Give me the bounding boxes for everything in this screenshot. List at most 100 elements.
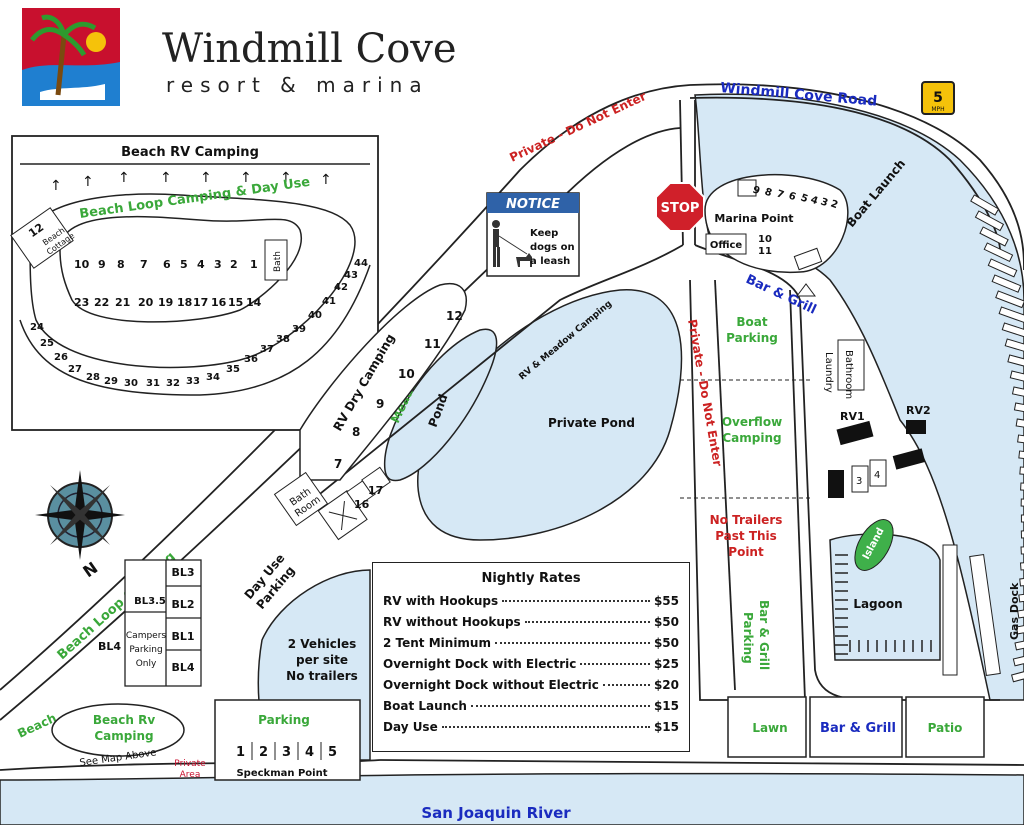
site-9: 9 — [98, 258, 106, 271]
beach-rv-box — [11, 135, 379, 431]
beach-label: Beach — [15, 711, 58, 741]
rate-row: 2 Tent Minimum$50 — [383, 636, 679, 657]
overflow-l1: Overflow — [722, 415, 782, 429]
bl3: BL3 — [171, 566, 194, 579]
bl1: BL1 — [171, 630, 194, 643]
rate-label: Overnight Dock with Electric — [383, 657, 577, 671]
site-10: 10 — [74, 258, 90, 271]
rv-dry-site-10: 10 — [398, 367, 415, 381]
beach-arrows: ↑↑↑↑↑↑↑↑ — [50, 170, 332, 194]
notice-sign: NOTICE Keep dogs on a leash — [486, 192, 580, 277]
rate-price: $15 — [653, 720, 679, 734]
site-32: 32 — [166, 378, 180, 389]
site-15: 15 — [228, 296, 243, 309]
marina-site-2: 2 — [829, 198, 839, 211]
bottom-buildings — [727, 696, 985, 758]
site-3: 3 — [214, 258, 222, 271]
site-31: 31 — [146, 378, 160, 389]
beach-loop — [19, 193, 371, 396]
beach-cottage: 12 Beach Cottage — [10, 207, 76, 269]
boat-ramp — [1011, 386, 1024, 401]
rv-dry-site-7: 7 — [334, 457, 342, 471]
boat-parking-l1: Boat — [736, 315, 767, 329]
two-vehicles-l3: No trailers — [286, 669, 358, 683]
speckman-label: Speckman Point — [236, 768, 327, 779]
site-36: 36 — [244, 354, 258, 365]
bath-room-building — [273, 471, 329, 527]
site-20: 20 — [138, 296, 154, 309]
site-4-label: 4 — [874, 470, 880, 481]
site-23: 23 — [74, 296, 89, 309]
rv-dry-site-11: 11 — [424, 337, 441, 351]
site-37: 37 — [260, 344, 274, 355]
rate-row: Overnight Dock with Electric $25 — [383, 657, 679, 678]
site-19: 19 — [158, 296, 173, 309]
site-39: 39 — [292, 324, 306, 335]
bl4b: BL4 — [171, 661, 194, 674]
private-pond-label: Private Pond — [548, 416, 635, 430]
site-17-label: 17 — [368, 484, 383, 497]
svg-text:N: N — [79, 558, 101, 581]
svg-text:↑: ↑ — [82, 174, 94, 190]
rv-dry-site-12: 12 — [446, 309, 463, 323]
boat-ramp — [998, 306, 1024, 324]
private-road-label: Private - Do Not Enter — [507, 89, 648, 165]
two-vehicles-l1: 2 Vehicles — [288, 637, 356, 651]
rv-dry-strip — [299, 283, 467, 481]
marina-site-3: 3 — [819, 196, 829, 209]
site-8: 8 — [117, 258, 125, 271]
compass-icon: N — [35, 470, 125, 581]
island-shape — [854, 519, 894, 571]
svg-text:Marina Point: Marina Point — [714, 212, 793, 225]
site-24: 24 — [30, 322, 44, 333]
triangle-icon — [796, 283, 816, 297]
site-16-label: 16 — [354, 498, 370, 511]
marina-site-8: 8 — [763, 186, 773, 199]
rate-row: Day Use$15 — [383, 720, 679, 741]
rv-pad-b — [892, 448, 926, 470]
river-label: San Joaquin River — [421, 804, 571, 822]
boat-ramp — [1020, 545, 1024, 555]
boat-ramp — [979, 226, 1009, 247]
site-33: 33 — [186, 376, 200, 387]
rv-dry-site-8: 8 — [352, 425, 360, 439]
rate-row: Boat Launch$15 — [383, 699, 679, 720]
rate-label: 2 Tent Minimum — [383, 636, 491, 650]
rate-price: $25 — [653, 657, 679, 671]
site-22: 22 — [94, 296, 109, 309]
rate-dots — [524, 621, 650, 623]
rv2-label: RV2 — [906, 404, 931, 417]
marina-site-6: 6 — [787, 190, 797, 203]
svg-text:↑: ↑ — [118, 170, 130, 186]
svg-text:↑: ↑ — [200, 170, 212, 186]
patio-label: Patio — [928, 721, 963, 735]
site-17: 17 — [193, 296, 208, 309]
site-44: 44 — [354, 258, 368, 269]
site-35: 35 — [226, 364, 240, 375]
boat-ramp — [1013, 402, 1024, 416]
beach-rv-small-l1: Beach Rv — [93, 713, 155, 727]
speckman-site-3: 3 — [282, 745, 291, 760]
rate-label: Boat Launch — [383, 699, 467, 713]
bar-grill-parking-l2: Parking — [741, 612, 755, 664]
rate-dots — [602, 684, 650, 686]
site-27: 27 — [68, 364, 82, 375]
boat-launch-ramps — [970, 194, 1024, 683]
rate-label: RV with Hookups — [383, 594, 499, 608]
marina-site-4: 4 — [809, 194, 819, 207]
boat-ramp — [1018, 450, 1024, 462]
bl2: BL2 — [171, 598, 194, 611]
gas-dock-label: Gas Dock — [1008, 582, 1021, 640]
svg-text:10: 10 — [758, 234, 772, 245]
rate-price: $55 — [653, 594, 679, 608]
rv-dry-site-9: 9 — [376, 397, 384, 411]
bl35: BL3.5 — [134, 596, 166, 607]
site-38: 38 — [276, 334, 290, 345]
private-area-l2: Area — [180, 770, 201, 780]
speckman-box — [214, 699, 361, 781]
boat-parking-l2: Parking — [726, 331, 778, 345]
svg-text:↑: ↑ — [240, 170, 252, 186]
